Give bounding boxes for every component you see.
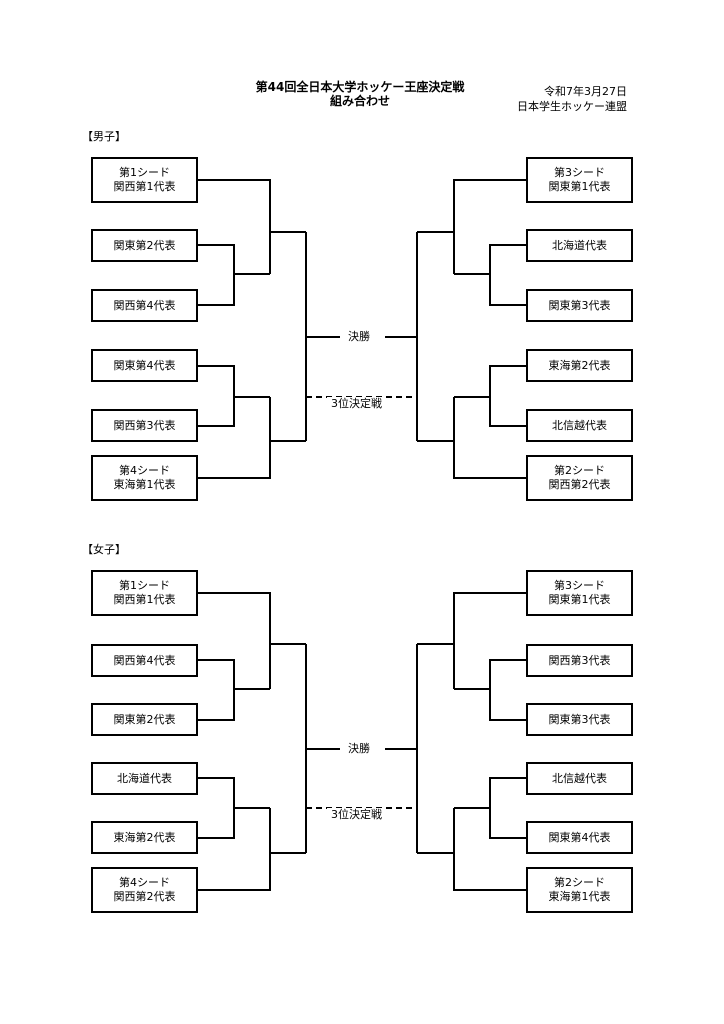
women-left-team-4: 北海道代表 bbox=[91, 762, 198, 795]
men-left-team-5: 関西第3代表 bbox=[91, 409, 198, 442]
women-right-team-4: 北信越代表 bbox=[526, 762, 633, 795]
women-left-team-1: 第1シード 関西第1代表 bbox=[91, 570, 198, 616]
women-right-team-5: 関東第4代表 bbox=[526, 821, 633, 854]
men-third-place-label: 3位決定戦 bbox=[327, 397, 386, 411]
date-text: 令和7年3月27日 bbox=[544, 85, 627, 98]
men-left-team-1: 第1シード 関西第1代表 bbox=[91, 157, 198, 203]
men-right-team-5: 北信越代表 bbox=[526, 409, 633, 442]
men-left-team-6: 第4シード 東海第1代表 bbox=[91, 455, 198, 501]
women-left-team-3: 関東第2代表 bbox=[91, 703, 198, 736]
women-third-place-label: 3位決定戦 bbox=[327, 808, 386, 822]
women-final-label: 決勝 bbox=[344, 742, 374, 756]
women-right-team-1: 第3シード 関東第1代表 bbox=[526, 570, 633, 616]
organizer-text: 日本学生ホッケー連盟 bbox=[517, 100, 627, 113]
women-right-team-3: 関東第3代表 bbox=[526, 703, 633, 736]
women-left-team-2: 関西第4代表 bbox=[91, 644, 198, 677]
men-right-team-6: 第2シード 関西第2代表 bbox=[526, 455, 633, 501]
women-left-team-5: 東海第2代表 bbox=[91, 821, 198, 854]
men-final-label: 決勝 bbox=[344, 330, 374, 344]
men-section-label: 【男子】 bbox=[82, 130, 126, 143]
men-left-team-4: 関東第4代表 bbox=[91, 349, 198, 382]
men-right-team-3: 関東第3代表 bbox=[526, 289, 633, 322]
women-right-team-6: 第2シード 東海第1代表 bbox=[526, 867, 633, 913]
men-left-team-3: 関西第4代表 bbox=[91, 289, 198, 322]
women-right-team-2: 関西第3代表 bbox=[526, 644, 633, 677]
women-left-team-6: 第4シード 関西第2代表 bbox=[91, 867, 198, 913]
men-left-team-2: 関東第2代表 bbox=[91, 229, 198, 262]
men-right-team-1: 第3シード 関東第1代表 bbox=[526, 157, 633, 203]
bracket-subtitle: 組み合わせ bbox=[329, 94, 390, 108]
men-right-team-2: 北海道代表 bbox=[526, 229, 633, 262]
men-right-team-4: 東海第2代表 bbox=[526, 349, 633, 382]
tournament-title: 第44回全日本大学ホッケー王座決定戦 bbox=[255, 80, 465, 94]
women-section-label: 【女子】 bbox=[82, 543, 126, 556]
